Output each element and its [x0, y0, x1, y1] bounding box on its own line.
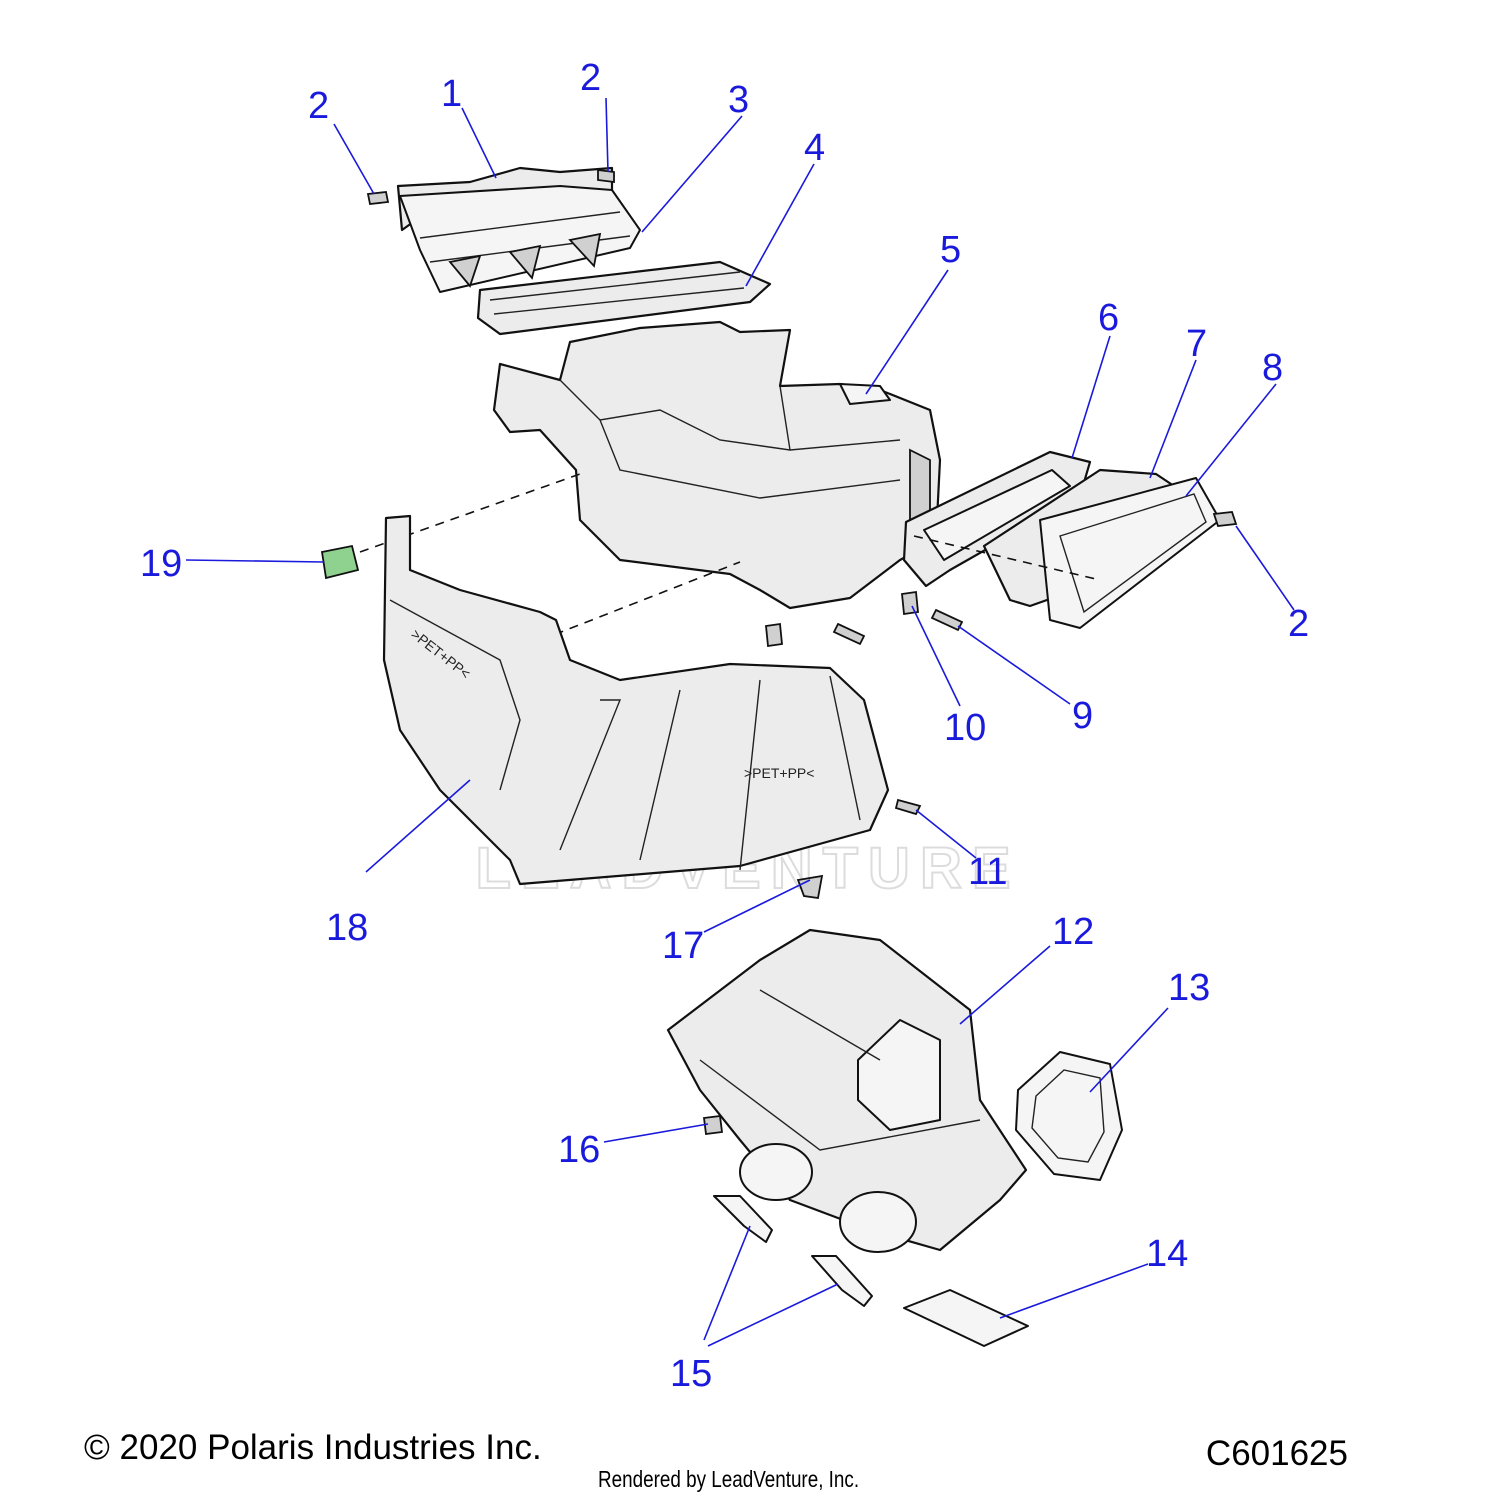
- callout-2-right: 2: [1288, 603, 1309, 645]
- callout-18: 18: [326, 907, 368, 949]
- part-18-lower-intake-duct[interactable]: >PET+PP< >PET+PP<: [382, 514, 890, 886]
- part-12-airbox-lower[interactable]: [666, 928, 1028, 1252]
- callout-11: 11: [968, 851, 1007, 893]
- leader-lines: [185, 97, 1295, 1347]
- callout-1: 1: [441, 73, 462, 115]
- callout-6: 6: [1098, 297, 1119, 339]
- part-2-screw-top[interactable]: [597, 168, 615, 184]
- callout-7: 7: [1186, 323, 1207, 365]
- callout-3: 3: [728, 79, 749, 121]
- callout-19: 19: [140, 543, 182, 585]
- callout-4: 4: [804, 127, 825, 169]
- callout-15: 15: [670, 1353, 712, 1395]
- callout-17: 17: [662, 925, 704, 967]
- part-11-bolt[interactable]: [894, 798, 922, 816]
- part-8-duct-gasket[interactable]: [1039, 477, 1221, 629]
- part-1-intake-grille[interactable]: [396, 166, 641, 293]
- part-4-intake-frame[interactable]: [476, 260, 772, 336]
- part-2-screw-right[interactable]: [1212, 511, 1238, 527]
- copyright-notice: © 2020 Polaris Industries Inc.: [84, 1428, 542, 1467]
- part-14-label[interactable]: [903, 1289, 1029, 1347]
- callout-14: 14: [1146, 1233, 1188, 1275]
- callout-12: 12: [1052, 911, 1094, 953]
- part-17-grommet[interactable]: [796, 874, 824, 900]
- callout-2-top: 2: [580, 57, 601, 99]
- part-15-clamp-left[interactable]: [713, 1195, 773, 1243]
- part-9-bolt-left[interactable]: [832, 622, 866, 646]
- part-13-seal[interactable]: [1015, 1051, 1123, 1181]
- part-12-outlet-port-left[interactable]: [739, 1143, 813, 1201]
- part-18-material-marking-front: >PET+PP<: [744, 765, 814, 781]
- part-16-fastener[interactable]: [702, 1114, 724, 1136]
- callout-9: 9: [1072, 695, 1093, 737]
- diagram-code: C601625: [1205, 1434, 1348, 1473]
- part-10-clip[interactable]: [901, 590, 919, 616]
- part-2-screw-left[interactable]: [366, 191, 390, 205]
- callout-13: 13: [1168, 967, 1210, 1009]
- part-12-outlet-port-right[interactable]: [839, 1191, 917, 1253]
- rendered-by-credit: Rendered by LeadVenture, Inc.: [598, 1466, 860, 1492]
- part-10-clip-left[interactable]: [765, 622, 783, 648]
- callout-16: 16: [558, 1129, 600, 1171]
- part-9-bolt[interactable]: [930, 608, 964, 632]
- part-15-clamp-right[interactable]: [811, 1255, 873, 1307]
- callout-10: 10: [944, 707, 986, 749]
- callout-2-left: 2: [308, 85, 329, 127]
- callout-8: 8: [1262, 347, 1283, 389]
- part-19-nut-clip[interactable]: [320, 544, 360, 580]
- part-5-airbox-upper[interactable]: [492, 320, 942, 610]
- callout-5: 5: [940, 229, 961, 271]
